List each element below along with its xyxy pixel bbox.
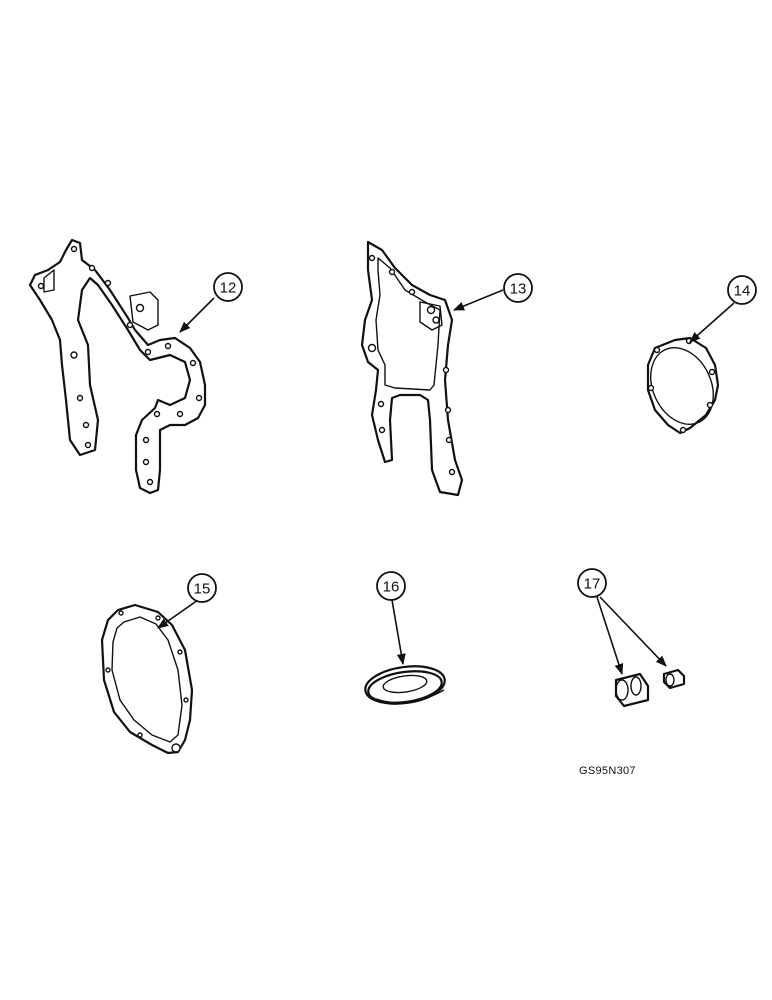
callout-15: 15 xyxy=(187,573,217,603)
callout-15-label: 15 xyxy=(194,581,211,598)
seal-ring xyxy=(364,665,446,705)
callout-14-label: 14 xyxy=(734,283,751,300)
callout-17-label: 17 xyxy=(584,576,601,593)
leader-16 xyxy=(391,599,406,666)
gasket-round-flange xyxy=(646,336,720,435)
leader-17b xyxy=(599,596,667,667)
callout-13-label: 13 xyxy=(510,281,527,298)
gasket-rear-housing xyxy=(100,603,194,755)
callout-16-label: 16 xyxy=(383,579,400,596)
callout-13: 13 xyxy=(503,273,533,303)
callout-14: 14 xyxy=(727,275,757,305)
gasket-timing-plate xyxy=(360,240,464,497)
leader-15 xyxy=(157,599,199,629)
leader-14 xyxy=(689,302,735,343)
callout-12-label: 12 xyxy=(220,280,237,297)
figure-code: GS95N307 xyxy=(579,765,636,777)
callout-17: 17 xyxy=(577,568,607,598)
callout-12: 12 xyxy=(213,272,243,302)
gasket-front-cover xyxy=(28,238,207,495)
leader-17a xyxy=(596,596,624,676)
callout-16: 16 xyxy=(376,571,406,601)
sleeve-and-cap xyxy=(614,668,686,708)
leader-12 xyxy=(179,297,215,333)
leader-13 xyxy=(452,289,504,311)
